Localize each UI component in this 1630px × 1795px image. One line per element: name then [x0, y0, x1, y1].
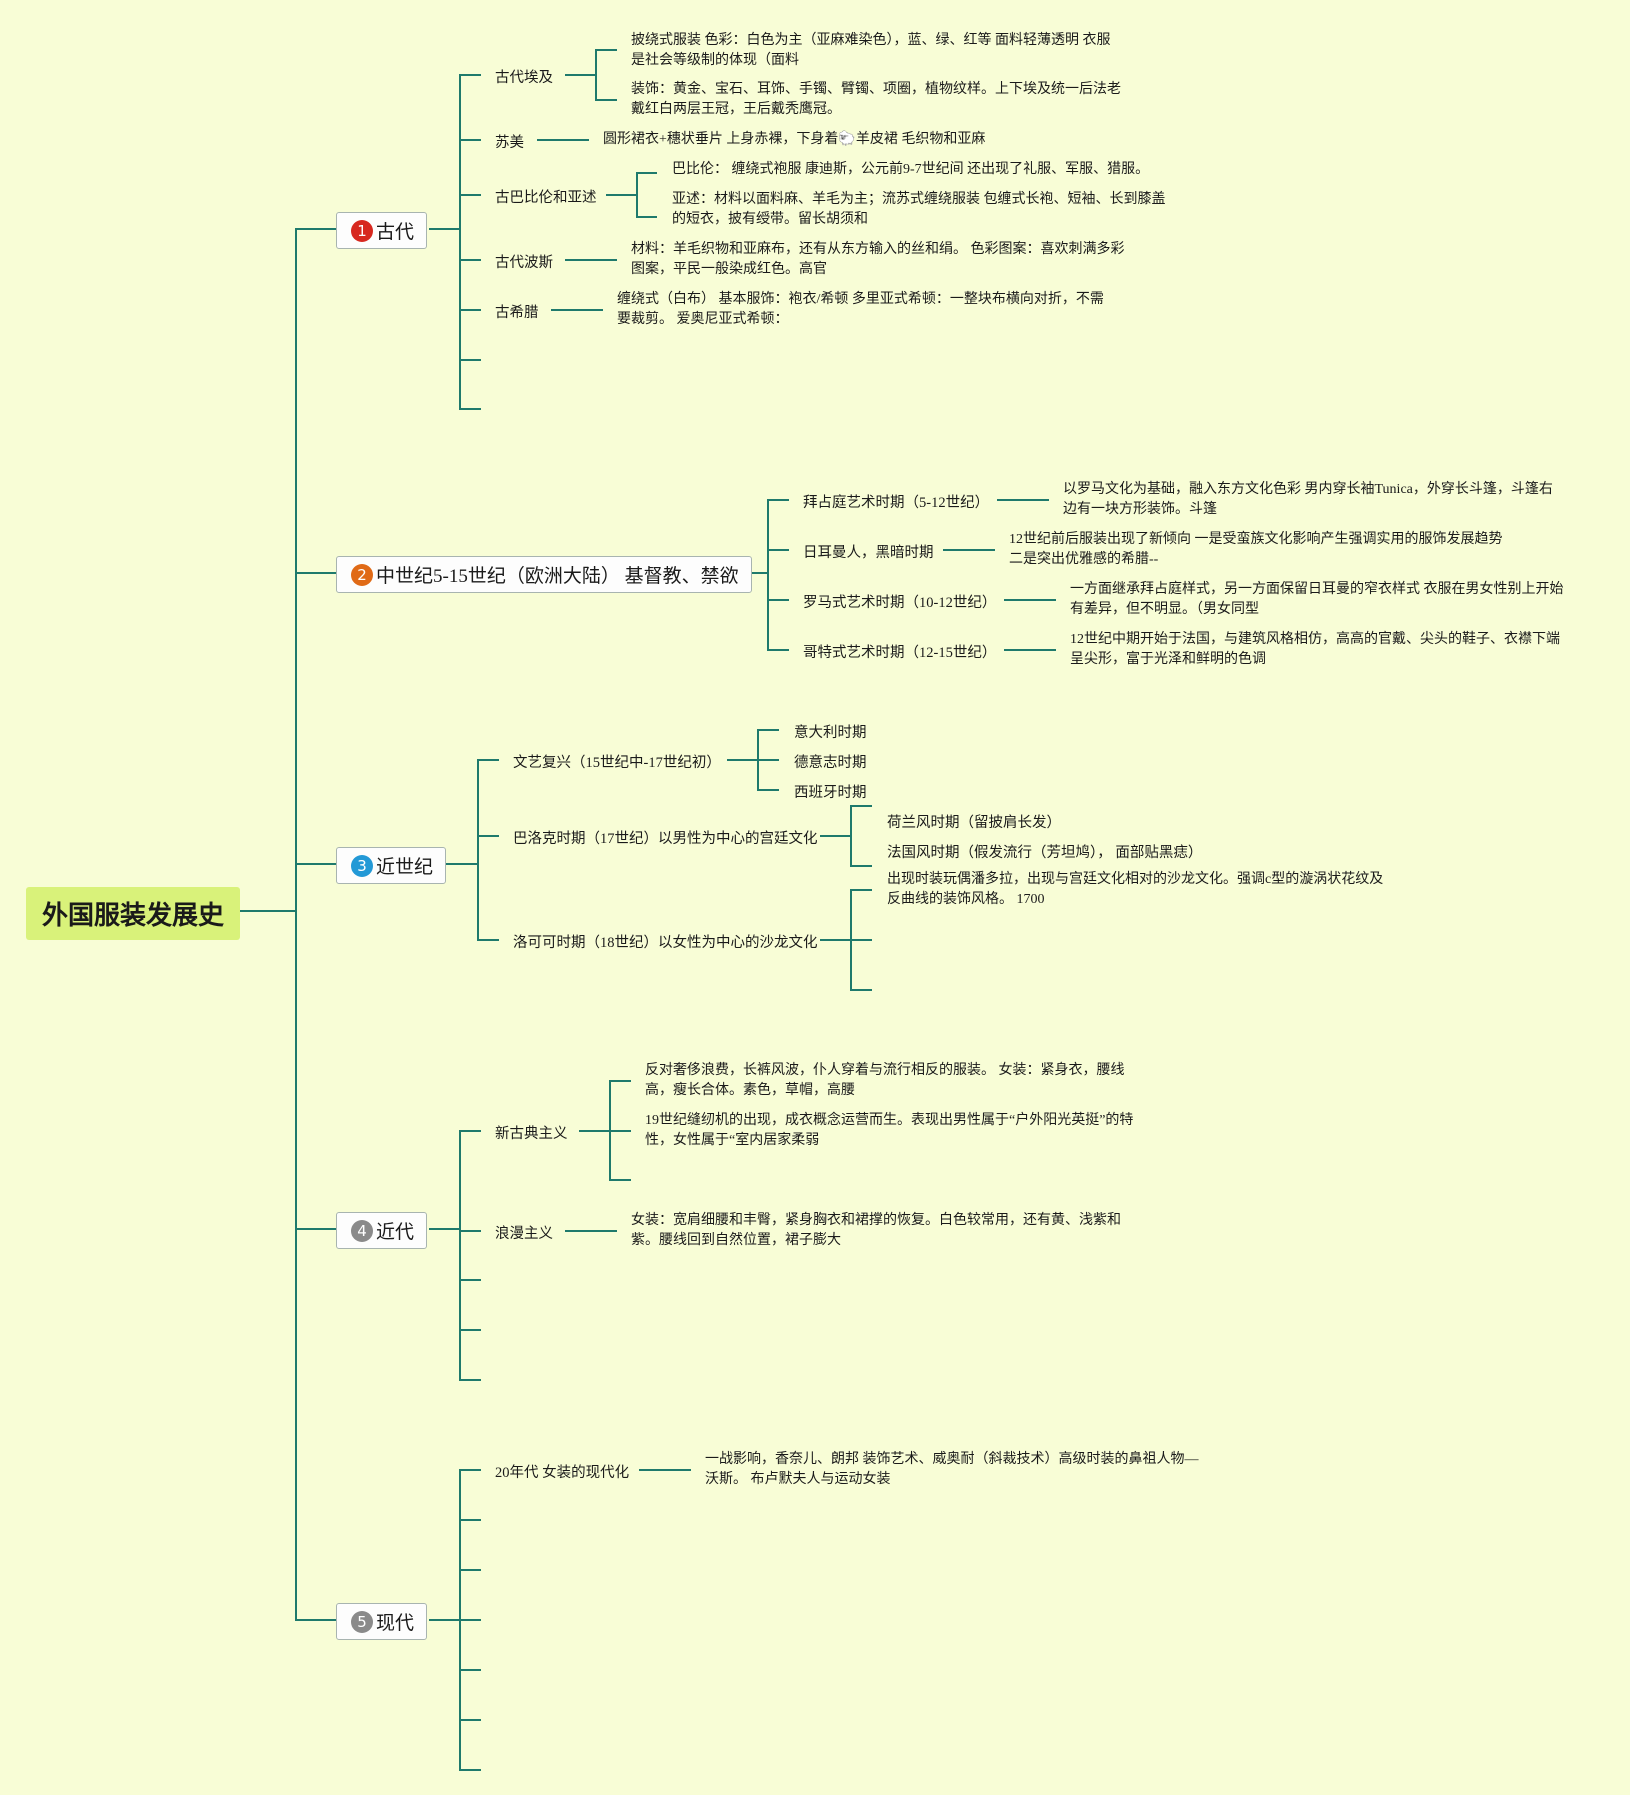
item-spain-period[interactable]: 西班牙时期: [794, 785, 867, 801]
subtopic-byzantine[interactable]: 拜占庭艺术时期（5-12世纪）: [803, 495, 990, 511]
subtopic-greece[interactable]: 古希腊: [495, 305, 539, 321]
badge-4: 4: [351, 1219, 373, 1242]
item-french-style[interactable]: 法国风时期（假发流行（芳坦鸠）， 面部贴黑痣）: [887, 845, 1203, 861]
topic-modern[interactable]: 4 近代: [336, 1212, 428, 1249]
subtopic-sumer[interactable]: 苏美: [495, 135, 524, 151]
subtopic-ancient-egypt[interactable]: 古代埃及: [495, 70, 553, 86]
topic-contemporary-label: 现代: [376, 1613, 415, 1634]
topic-early-modern[interactable]: 3 近世纪: [336, 847, 447, 884]
leaf-byzantine[interactable]: 以罗马文化为基础，融入东方文化色彩 男内穿长袖Tunica，外穿长斗篷，斗篷右 …: [1063, 482, 1553, 517]
topic-early-modern-label: 近世纪: [376, 857, 434, 878]
leaf-assyria[interactable]: 亚述：材料以面料麻、羊毛为主；流苏式缠绕服装 包缠式长袍、短袖、长到膝盖 的短衣…: [672, 192, 1166, 227]
item-dutch-style[interactable]: 荷兰风时期（留披肩长发）: [887, 815, 1061, 831]
leaf-rococo[interactable]: 出现时装玩偶潘多拉，出现与宫廷文化相对的沙龙文化。强调c型的漩涡状花纹及 反曲线…: [887, 872, 1384, 907]
badge-5: 5: [351, 1610, 373, 1633]
subtopic-germanic[interactable]: 日耳曼人，黑暗时期: [803, 545, 934, 561]
leaf-gothic[interactable]: 12世纪中期开始于法国，与建筑风格相仿，高高的官戴、尖头的鞋子、衣襟下端 呈尖形…: [1070, 632, 1560, 667]
leaf-babylon[interactable]: 巴比伦： 缠绕式袍服 康迪斯，公元前9-7世纪间 还出现了礼服、军服、猎服。: [672, 162, 1150, 177]
topic-contemporary[interactable]: 5 现代: [336, 1603, 428, 1640]
subtopic-gothic[interactable]: 哥特式艺术时期（12-15世纪）: [803, 645, 997, 661]
leaf-neoclassical-1[interactable]: 反对奢侈浪费，长裤风波，仆人穿着与流行相反的服装。 女装：紧身衣，腰线 高，瘦长…: [645, 1063, 1125, 1098]
subtopic-renaissance[interactable]: 文艺复兴（15世纪中-17世纪初）: [513, 755, 721, 771]
topic-medieval-label: 中世纪5-15世纪（欧洲大陆） 基督教、禁欲: [376, 566, 739, 587]
root-topic[interactable]: 外国服装发展史: [26, 887, 241, 940]
leaf-romanticism[interactable]: 女装：宽肩细腰和丰臀，紧身胸衣和裙撑的恢复。白色较常用，还有黄、浅紫和 紫。腰线…: [631, 1213, 1121, 1248]
subtopic-twenties[interactable]: 20年代 女装的现代化: [495, 1465, 630, 1481]
leaf-twenties[interactable]: 一战影响，香奈儿、朗邦 装饰艺术、威奥耐（斜裁技术）高级时装的鼻祖人物— 沃斯。…: [705, 1452, 1199, 1487]
badge-2: 2: [351, 563, 373, 586]
leaf-romanesque[interactable]: 一方面继承拜占庭样式，另一方面保留日耳曼的窄衣样式 衣服在男女性别上开始 有差异…: [1070, 582, 1564, 617]
item-italy-period[interactable]: 意大利时期: [794, 725, 867, 741]
subtopic-neoclassical[interactable]: 新古典主义: [495, 1126, 568, 1142]
leaf-greece[interactable]: 缠绕式（白布） 基本服饰：袍衣/希顿 多里亚式希顿：一整块布横向对折，不需 要裁…: [617, 292, 1104, 327]
badge-1: 1: [351, 219, 373, 242]
subtopic-babylon-assyria[interactable]: 古巴比伦和亚述: [495, 190, 597, 206]
leaf-egypt-clothing[interactable]: 披绕式服装 色彩：白色为主（亚麻难染色），蓝、绿、红等 面料轻薄透明 衣服 是社…: [631, 33, 1111, 68]
badge-3: 3: [351, 854, 373, 877]
topic-medieval[interactable]: 2 中世纪5-15世纪（欧洲大陆） 基督教、禁欲: [336, 556, 752, 593]
subtopic-rococo[interactable]: 洛可可时期（18世纪）以女性为中心的沙龙文化: [513, 935, 818, 951]
item-germany-period[interactable]: 德意志时期: [794, 755, 867, 771]
topic-modern-label: 近代: [376, 1222, 415, 1243]
topic-ancient[interactable]: 1 古代: [336, 212, 428, 249]
leaf-egypt-ornaments[interactable]: 装饰：黄金、宝石、耳饰、手镯、臂镯、项圈，植物纹样。上下埃及统一后法老 戴红白两…: [631, 82, 1121, 117]
leaf-germanic[interactable]: 12世纪前后服装出现了新倾向 一是受蛮族文化影响产生强调实用的服饰发展趋势 二是…: [1009, 532, 1503, 567]
subtopic-persia[interactable]: 古代波斯: [495, 255, 553, 271]
leaf-neoclassical-2[interactable]: 19世纪缝纫机的出现，成衣概念运营而生。表现出男性属于“户外阳光英挺”的特 性，…: [645, 1113, 1134, 1148]
leaf-persia[interactable]: 材料：羊毛织物和亚麻布，还有从东方输入的丝和绢。 色彩图案：喜欢刺满多彩 图案，…: [631, 242, 1125, 277]
leaf-sumer[interactable]: 圆形裙衣+穗状垂片 上身赤裸，下身着🐑羊皮裙 毛织物和亚麻: [603, 132, 986, 147]
subtopic-baroque[interactable]: 巴洛克时期（17世纪）以男性为中心的宫廷文化: [513, 831, 818, 847]
subtopic-romanesque[interactable]: 罗马式艺术时期（10-12世纪）: [803, 595, 997, 611]
topic-ancient-label: 古代: [376, 222, 415, 243]
subtopic-romanticism[interactable]: 浪漫主义: [495, 1226, 553, 1242]
